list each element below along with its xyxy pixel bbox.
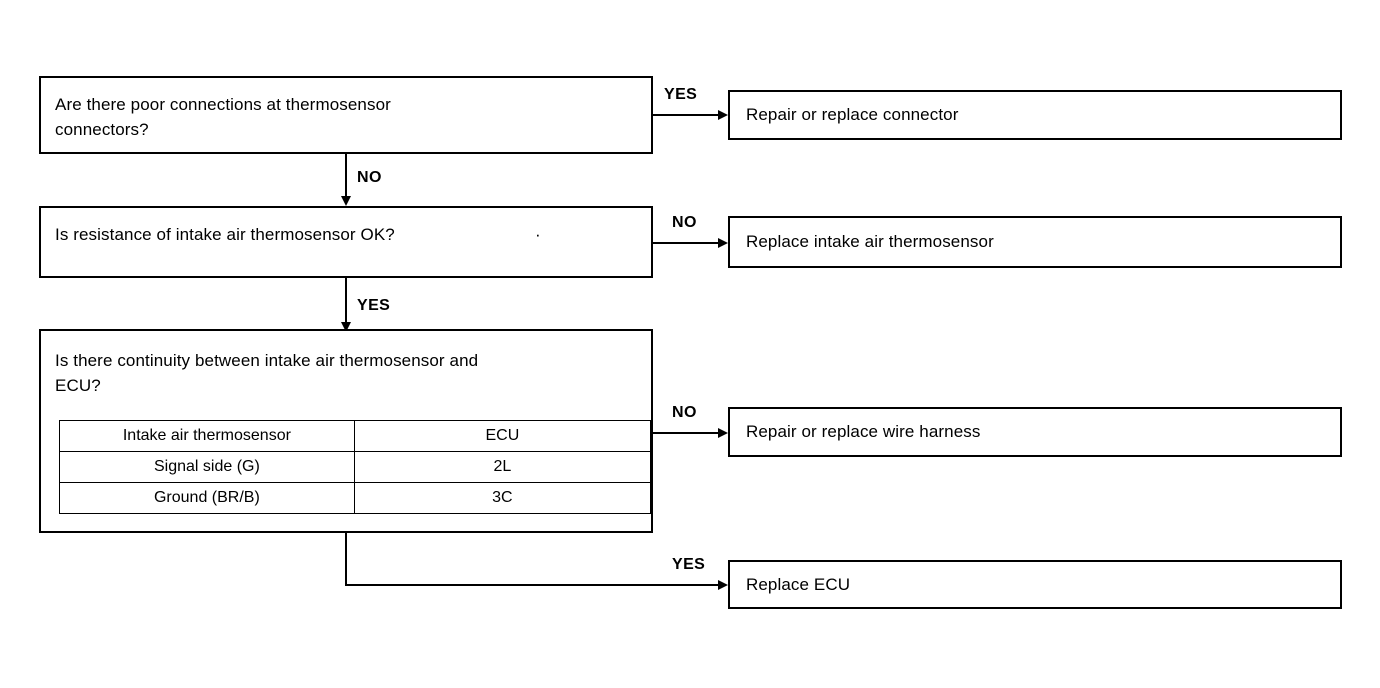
action-box-repair-connector-text: Repair or replace connector: [746, 105, 959, 124]
connector-q1-q2: [345, 154, 347, 202]
decision-box-connections-text: Are there poor connections at thermosens…: [55, 95, 391, 139]
action-box-replace-thermosensor[interactable]: Replace intake air thermosensor: [728, 216, 1342, 268]
action-box-replace-ecu[interactable]: Replace ECU: [728, 560, 1342, 609]
branch-label-q2-yes: YES: [357, 297, 391, 314]
branch-label-q3-yes: YES: [672, 556, 706, 573]
table-header-sensor: Intake air thermosensor: [59, 420, 355, 452]
arrowhead-q2-q3: [341, 322, 351, 332]
connector-q3-a4-vertical: [345, 533, 347, 586]
action-box-repair-connector[interactable]: Repair or replace connector: [728, 90, 1342, 140]
action-box-repair-harness-text: Repair or replace wire harness: [746, 422, 981, 441]
connector-q3-a4-horizontal: [345, 584, 720, 586]
arrowhead-q2-a2: [718, 238, 728, 248]
continuity-table: Intake air thermosensor ECU Signal side …: [59, 420, 652, 514]
branch-label-q2-no: NO: [672, 214, 697, 231]
decision-box-resistance-text: Is resistance of intake air thermosensor…: [55, 225, 395, 244]
connector-q2-q3: [345, 278, 347, 329]
table-cell-ground: Ground (BR/B): [59, 482, 355, 514]
action-box-repair-harness[interactable]: Repair or replace wire harness: [728, 407, 1342, 457]
table-row: Signal side (G) 2L: [59, 451, 652, 483]
connector-q1-a1: [653, 114, 720, 116]
decision-box-continuity[interactable]: Is there continuity between intake air t…: [39, 329, 653, 533]
decision-box-connections[interactable]: Are there poor connections at thermosens…: [39, 76, 653, 154]
connector-q3-a3: [653, 432, 720, 434]
table-row-header: Intake air thermosensor ECU: [59, 420, 652, 452]
decision-box-resistance-mark: ·: [535, 225, 541, 244]
arrowhead-q1-q2: [341, 196, 351, 206]
table-cell-signal-side: Signal side (G): [59, 451, 355, 483]
table-cell-signal-side-pin: 2L: [353, 451, 652, 483]
decision-box-continuity-text: Is there continuity between intake air t…: [55, 351, 479, 395]
connector-q2-a2: [653, 242, 720, 244]
arrowhead-q3-a3: [718, 428, 728, 438]
table-header-ecu: ECU: [353, 420, 652, 452]
table-cell-ground-pin: 3C: [353, 482, 652, 514]
decision-box-resistance[interactable]: Is resistance of intake air thermosensor…: [39, 206, 653, 278]
action-box-replace-thermosensor-text: Replace intake air thermosensor: [746, 232, 994, 251]
branch-label-q1-yes: YES: [664, 86, 698, 103]
table-row: Ground (BR/B) 3C: [59, 482, 652, 514]
arrowhead-q1-a1: [718, 110, 728, 120]
action-box-replace-ecu-text: Replace ECU: [746, 574, 851, 594]
arrowhead-q3-a4: [718, 580, 728, 590]
branch-label-q1-no: NO: [357, 169, 382, 186]
branch-label-q3-no: NO: [672, 404, 697, 421]
